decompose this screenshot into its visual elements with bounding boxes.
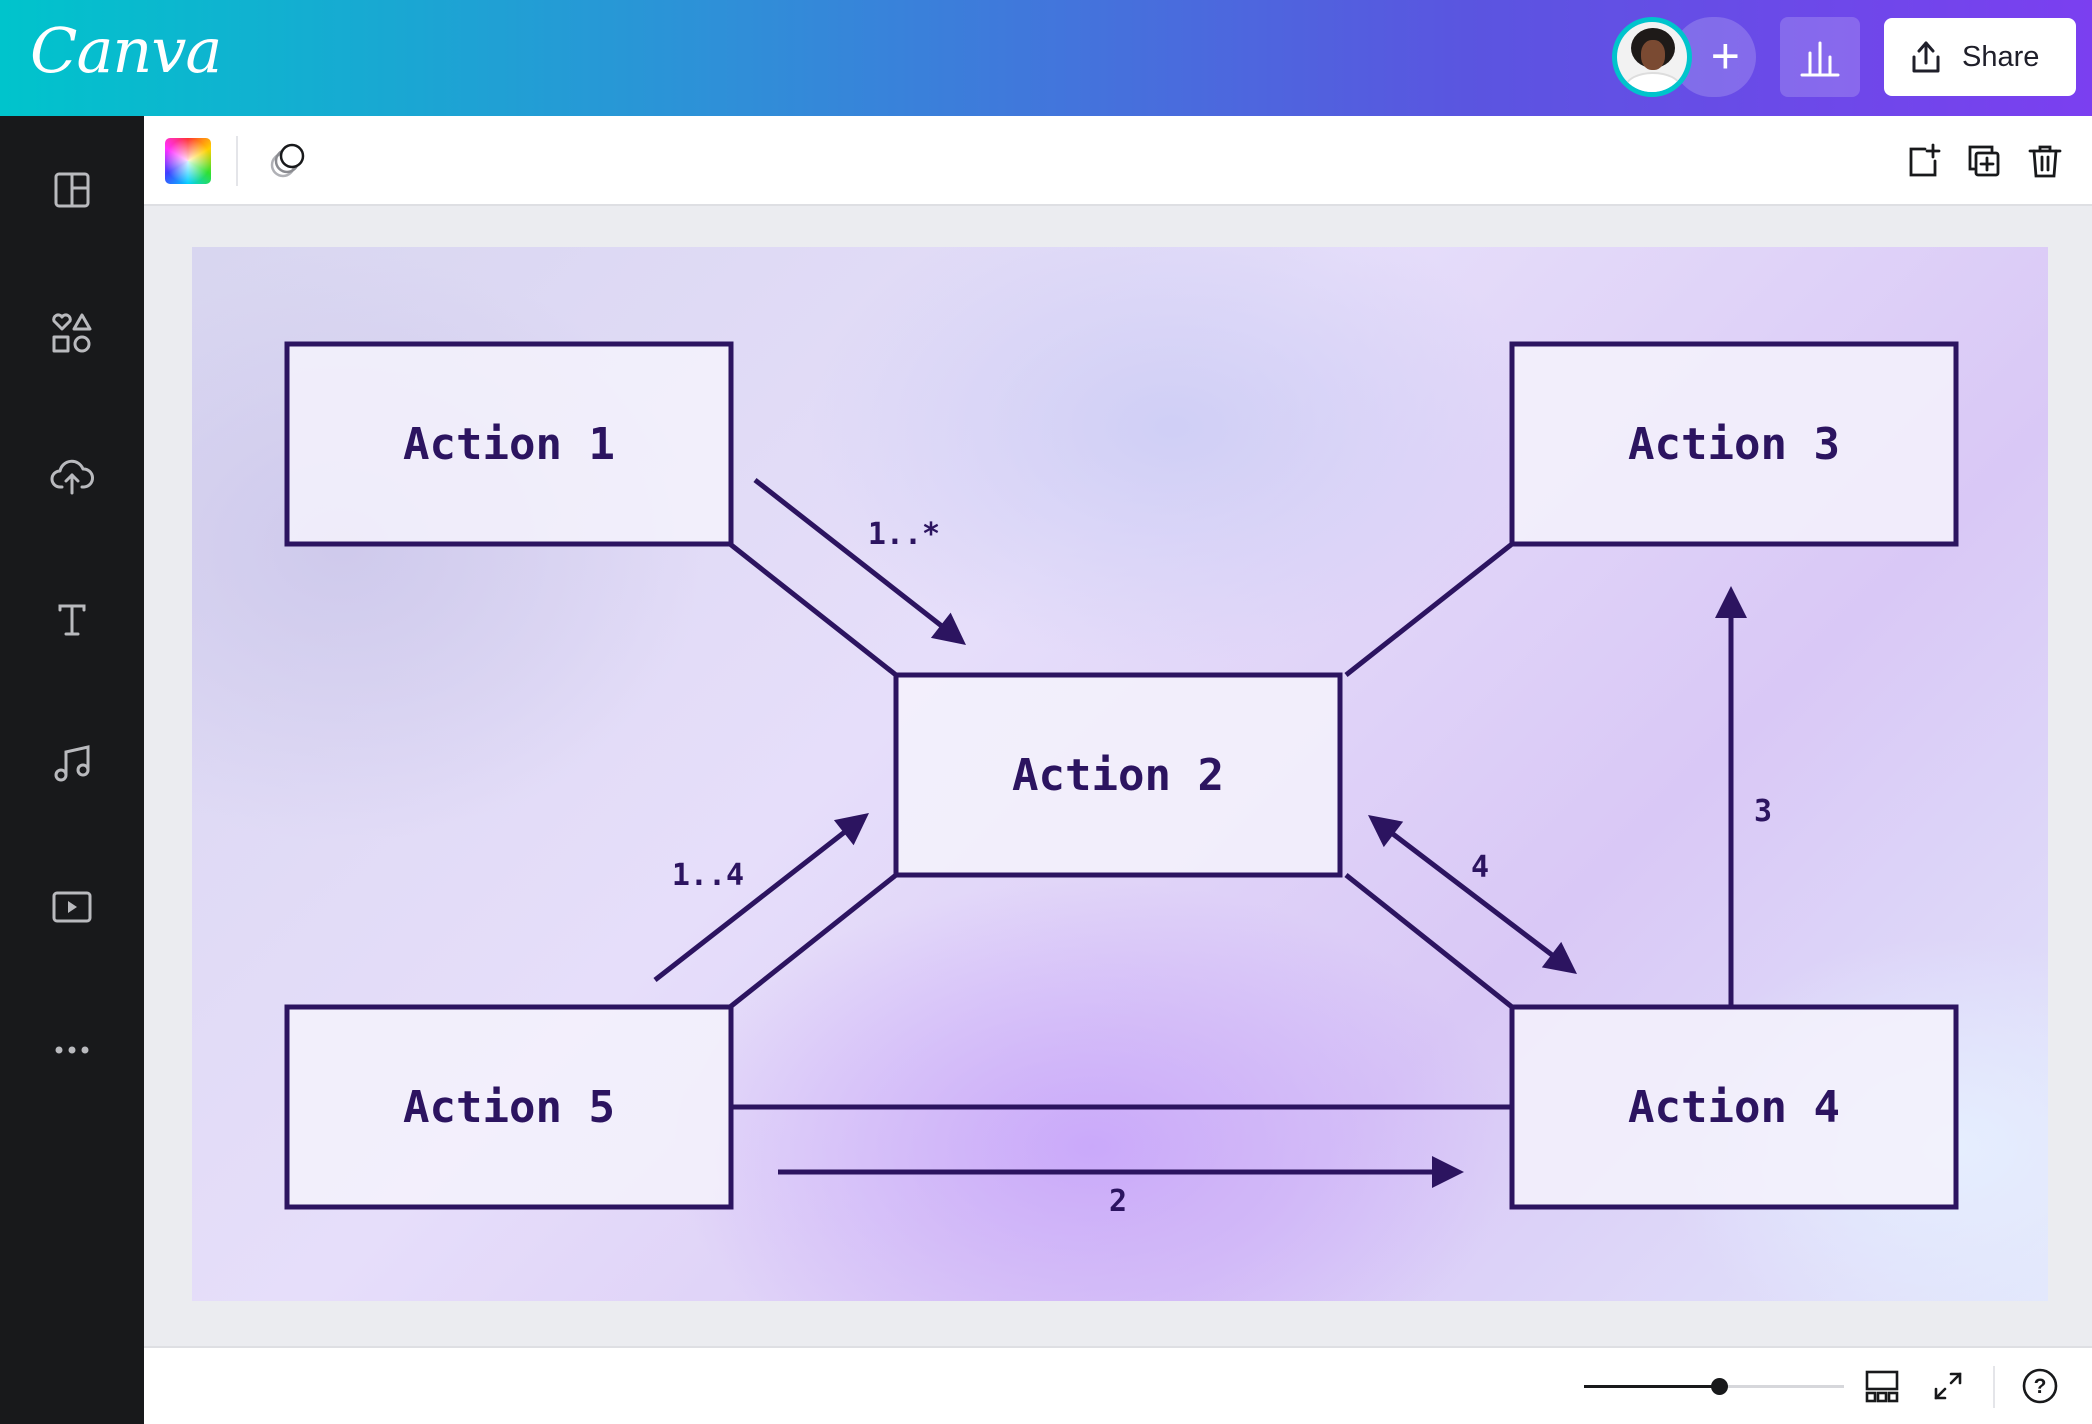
fullscreen-icon [1934, 1372, 1962, 1400]
diagram-node-label: Action 2 [1012, 750, 1224, 801]
diagram-node-box [1509, 341, 1959, 547]
duplicate-page-icon [1968, 145, 2000, 177]
add-page-button[interactable] [1898, 136, 1948, 186]
zoom-slider-fill [1584, 1385, 1720, 1388]
layout-icon [54, 172, 90, 208]
delete-button[interactable] [2020, 136, 2070, 186]
add-page-icon [1909, 143, 1941, 177]
footer-divider [1993, 1366, 1995, 1408]
sidebar-item-elements[interactable] [44, 305, 100, 361]
toolbar-divider [236, 136, 238, 186]
arrow-head [1541, 941, 1577, 974]
diagram-node-label: Action 5 [403, 1082, 615, 1133]
connector-line [1344, 542, 1514, 677]
arrow-head [833, 813, 869, 846]
page-grid-icon [1865, 1370, 1899, 1403]
arrow-line [653, 828, 849, 982]
page-grid-button[interactable] [1860, 1364, 1904, 1408]
avatar[interactable] [1612, 17, 1692, 97]
diagram-edge-label: 4 [1471, 850, 1489, 885]
duplicate-page-button[interactable] [1959, 136, 2009, 186]
arrow-line [753, 478, 946, 630]
color-swatch-icon[interactable] [165, 138, 211, 184]
sidebar-item-audio[interactable] [44, 735, 100, 791]
design-page[interactable]: Action 1 Action 2 Action 3 Action 4 Action 5… [192, 247, 2048, 1301]
arrow-head [1432, 1156, 1464, 1188]
sidebar-item-uploads[interactable] [44, 449, 100, 505]
sidebar-item-design[interactable] [44, 162, 100, 218]
avatar-image [1617, 22, 1687, 92]
flow-diagram: Action 1 Action 2 Action 3 Action 4 Action 5… [284, 341, 1959, 1219]
diagram-node-box [893, 672, 1343, 878]
transparency-icon [270, 143, 305, 178]
shapes-icon [52, 313, 92, 353]
zoom-slider-thumb[interactable] [1711, 1378, 1729, 1395]
diagram-node-label: Action 4 [1628, 1082, 1840, 1133]
diagram-edge-label: 2 [1109, 1184, 1127, 1219]
help-icon: ? [2022, 1368, 2058, 1404]
sidebar [0, 116, 144, 1424]
arrow-head [930, 612, 966, 645]
cloud-upload-icon [50, 459, 94, 495]
sidebar-item-videos[interactable] [44, 879, 100, 935]
more-dots-icon [55, 1046, 89, 1054]
diagram-edge-label: 3 [1754, 794, 1772, 829]
arrow-head [1715, 586, 1747, 618]
delete-icon [2028, 145, 2062, 178]
text-icon [58, 604, 86, 636]
top-bar: Canva + Share [0, 0, 2092, 116]
fullscreen-button[interactable] [1926, 1364, 1970, 1408]
diagram-node-box [284, 341, 734, 547]
arrow-line [1388, 829, 1557, 960]
diagram-node-box [284, 1004, 734, 1210]
editor-toolbar [144, 116, 2092, 206]
sidebar-item-text[interactable] [44, 592, 100, 648]
insights-button[interactable] [1780, 17, 1860, 97]
connector-line [1344, 873, 1514, 1009]
diagram-edge-label: 1..4 [672, 858, 744, 893]
zoom-slider[interactable] [1584, 1378, 1844, 1395]
transparency-button[interactable] [263, 136, 313, 186]
help-button[interactable]: ? [2018, 1364, 2062, 1408]
diagram-node-label: Action 1 [403, 419, 615, 470]
footer-bar: ? [144, 1346, 2092, 1424]
diagram-node-label: Action 3 [1628, 419, 1840, 470]
share-label: Share [1962, 40, 2040, 73]
diagram-node-box [1509, 1004, 1959, 1210]
canva-logo[interactable]: Canva [30, 14, 222, 87]
canvas-area: Action 1 Action 2 Action 3 Action 4 Action 5… [144, 206, 2092, 1346]
share-upload-icon [1912, 41, 1940, 73]
diagram-edge-label: 1..* [868, 517, 940, 552]
music-note-icon [54, 745, 90, 782]
sidebar-item-more[interactable] [44, 1022, 100, 1078]
share-button[interactable]: Share [1884, 18, 2076, 96]
connector-line [728, 873, 898, 1009]
connector-line [728, 542, 898, 677]
bar-chart-icon [1800, 41, 1840, 77]
svg-text:?: ? [2034, 1375, 2047, 1398]
arrow-head [1368, 815, 1404, 848]
video-icon [52, 891, 92, 923]
